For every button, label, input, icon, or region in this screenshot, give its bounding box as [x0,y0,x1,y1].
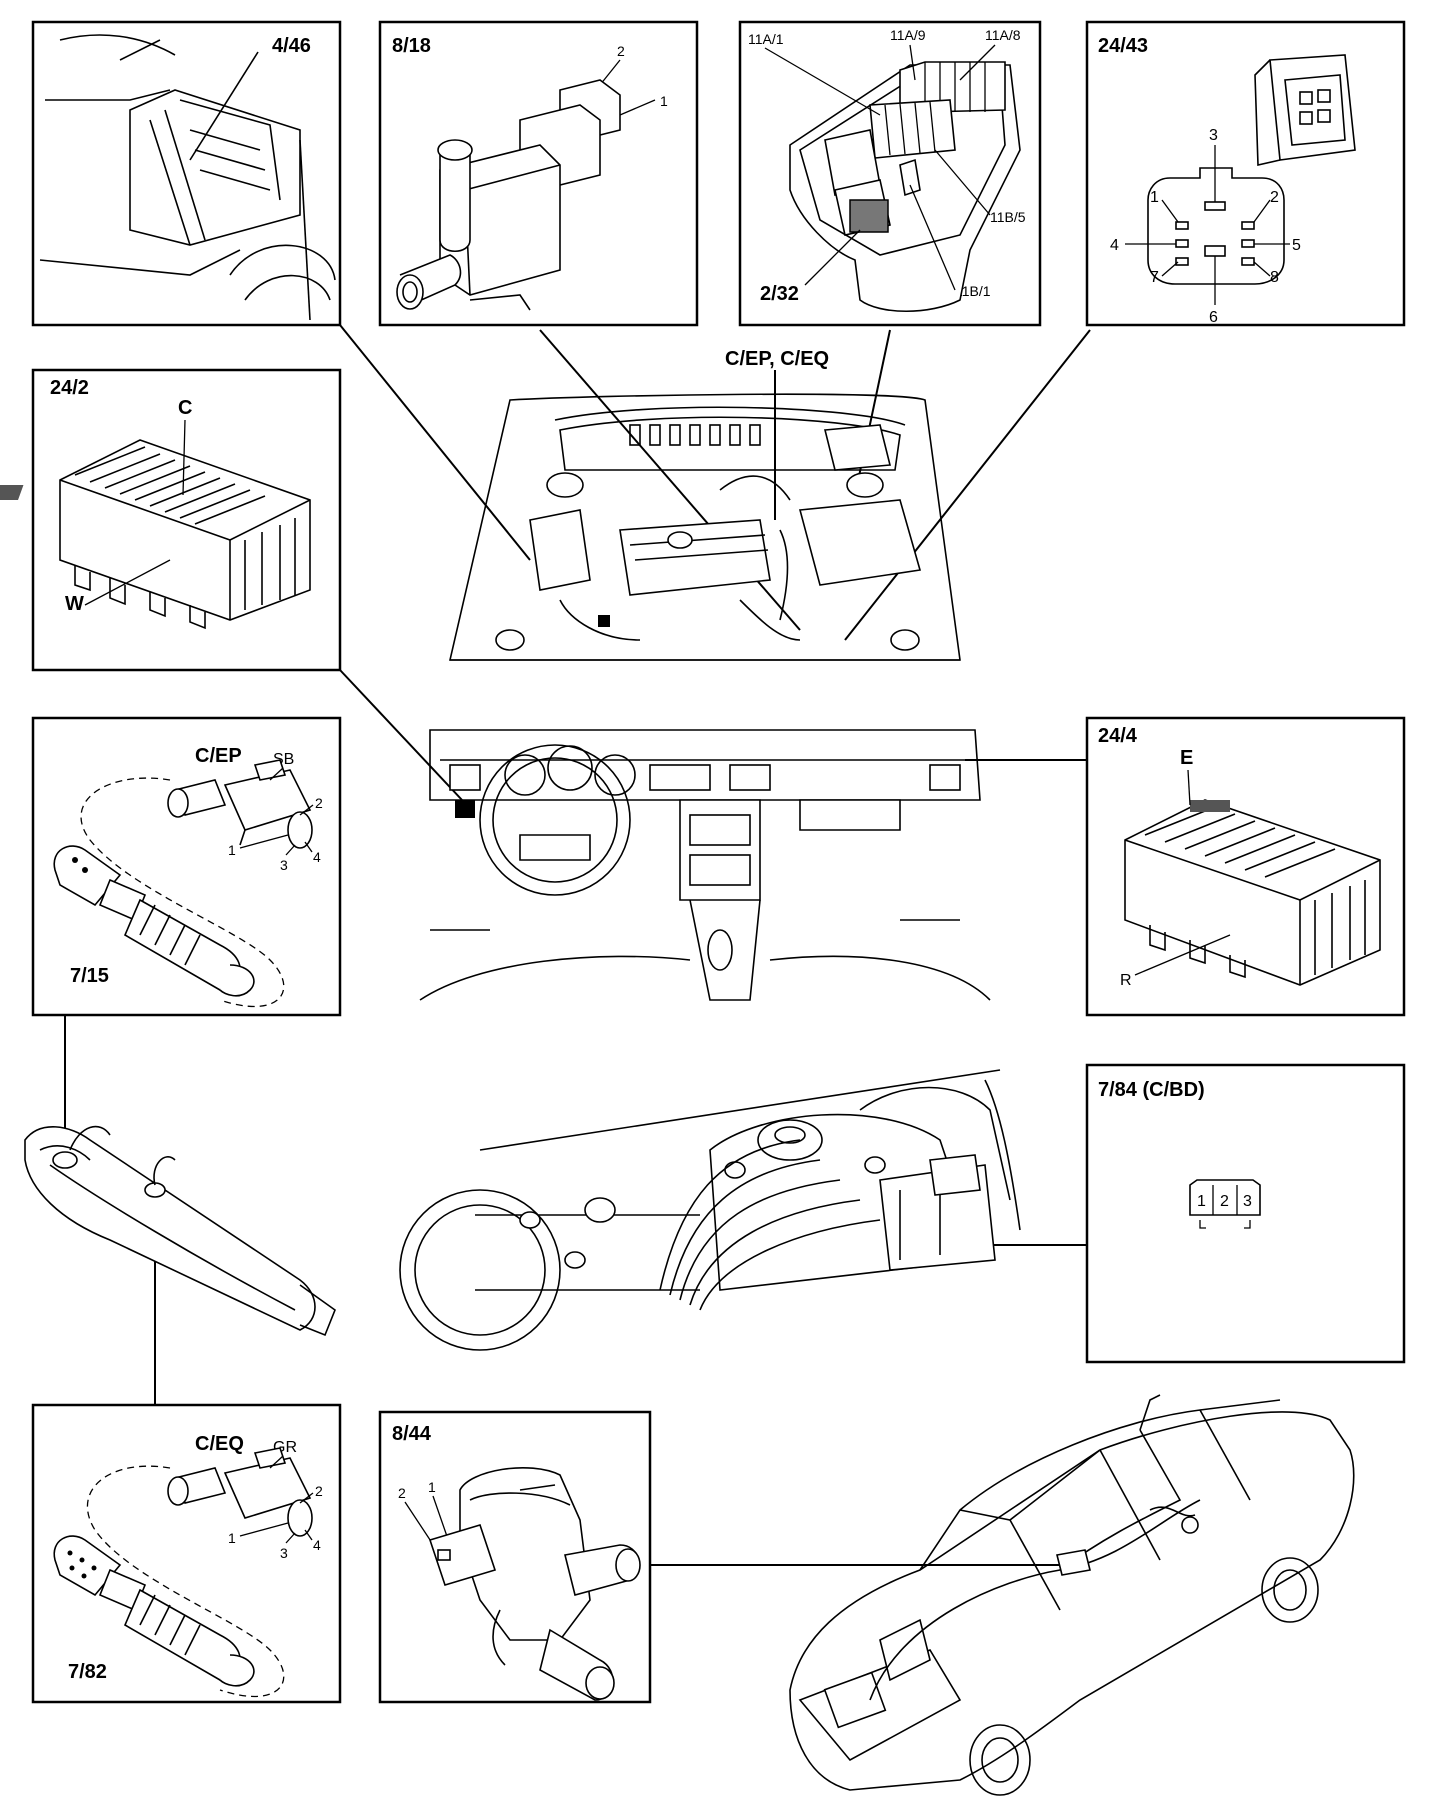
oxygen-sensor-drawing [53,759,314,1008]
exhaust-drawing [24,1125,336,1337]
panel-label: 7/84 (C/BD) [1098,1079,1205,1101]
engine-bay-drawing: C/EP, C/EQ [448,348,961,661]
panel-label: 24/4 [1098,725,1138,747]
panel-24-43: 24/43 3 [1085,20,1406,327]
panel-24-4: 24/4 E R [1085,716,1406,1017]
pin-label: 1 [428,1479,436,1495]
pin-label: 3 [1209,127,1218,144]
pin-label: 1 [1197,1193,1206,1210]
panel-4-46: 4/46 [31,20,342,327]
fuse-label: 11A/8 [985,27,1021,43]
central-electronic-module-drawing [0,419,311,630]
panel-7-84-c-bd: 7/84 (C/BD) 1 2 3 [1085,1063,1406,1364]
callout-label: E [1180,747,1193,769]
panel-label: 8/18 [392,35,431,57]
pin-label: 7 [1150,269,1159,286]
pin-label: 1 [660,93,668,109]
panel-label: 4/46 [272,35,311,57]
pin-label: 8 [1270,269,1279,286]
pin-label: 1 [228,1530,236,1546]
pin-label: 2 [315,795,323,811]
oxygen-sensor-drawing [53,1447,314,1698]
pin-label: 4 [313,1537,321,1553]
fuse-box-drawing [764,44,1021,312]
solenoid-valve-drawing [396,59,656,311]
engine-callout: C/EP, C/EQ [725,348,829,370]
panel-24-2: 24/2 C W [0,368,342,672]
pin-label: 4 [313,849,321,865]
panel-label: 24/2 [50,377,89,399]
pin-label: 2 [398,1485,406,1501]
panel-label: 8/44 [392,1423,432,1445]
leader-lines [64,324,1091,1566]
valve-drawing [404,1467,641,1701]
fuse-label: 11A/9 [890,27,926,43]
pin-label: 2 [617,43,625,59]
connector-pin-face [1125,145,1290,305]
pin-label: 3 [280,857,288,873]
fuse-label: 11B/5 [990,209,1026,225]
connector-label: C/EQ [195,1433,244,1455]
fuse-label: 11A/1 [748,31,784,47]
pin-label: 3 [1243,1193,1252,1210]
fuse-label: 2/32 [760,283,799,305]
callout-label: W [65,593,84,615]
three-pin-connector-face [1189,1179,1261,1229]
pin-label: 6 [1209,309,1218,326]
car-overview-drawing [789,1394,1355,1796]
pin-label: 2 [315,1483,323,1499]
underhood-wiring-drawing [399,1069,1021,1351]
sensor-label: 7/82 [68,1661,107,1683]
pin-label: 4 [1110,237,1119,254]
sensor-label: 7/15 [70,965,109,987]
panel-fuse-relay-box: 11A/1 11A/9 11A/8 11B/5 11B/1 2/32 [738,20,1042,327]
pin-label: 2 [1220,1193,1229,1210]
callout-label: R [1120,972,1132,989]
dashboard-drawing [419,729,991,1001]
connector-label: C/EP [195,745,242,767]
panel-8-44: 8/44 2 1 [378,1410,652,1704]
connector-3d-drawing [1254,54,1356,166]
pin-label: 2 [1270,189,1279,206]
pin-label: 1 [1150,189,1159,206]
central-electronic-module-drawing [1124,769,1381,986]
fuse-label: 11B/1 [955,283,991,299]
panel-c-eq-sensor: C/EQ GR 2 1 3 4 7/82 [31,1403,342,1704]
panel-label: 24/43 [1098,35,1148,57]
pin-label: 5 [1292,237,1301,254]
panel-c-ep-sensor: C/EP SB 2 1 3 4 7/15 [31,716,342,1017]
callout-label: C [178,397,192,419]
pin-label: 3 [280,1545,288,1561]
grille-slots [629,424,761,446]
panel-8-18: 8/18 2 1 [378,20,699,327]
relay-drawing [39,34,336,321]
relay-blocks [824,61,1006,236]
pin-label: 1 [228,842,236,858]
